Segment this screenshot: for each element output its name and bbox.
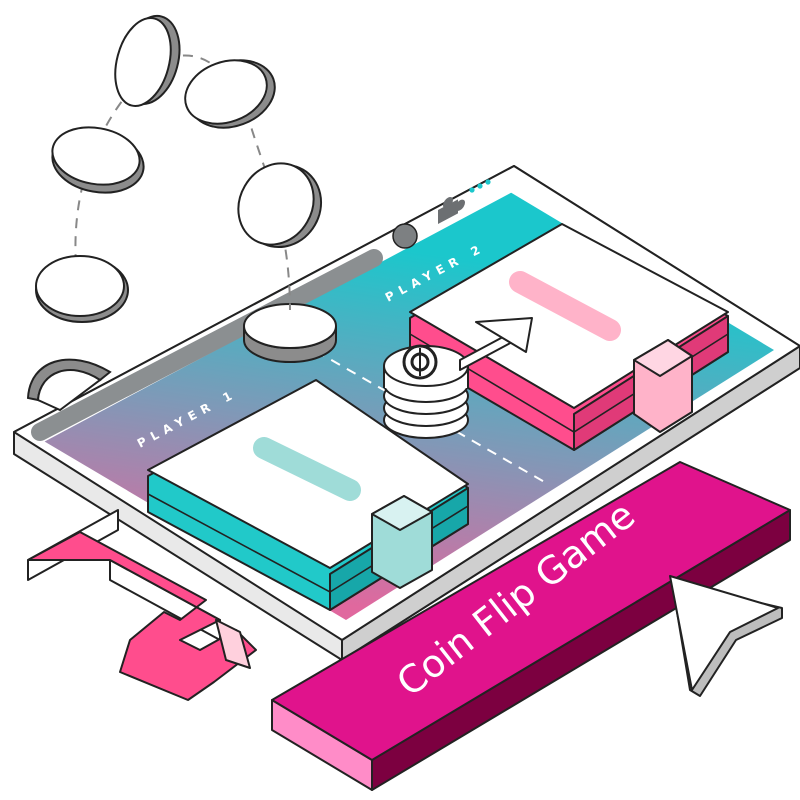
board-coin — [243, 303, 337, 363]
flipping-coin — [51, 126, 145, 194]
flipping-coin — [237, 162, 323, 249]
player-one-bar — [253, 437, 361, 501]
flipping-coin — [114, 14, 181, 107]
field-divider — [299, 341, 549, 485]
player-one-card[interactable] — [147, 379, 469, 611]
arrow-icon — [459, 317, 533, 371]
player-two-bar — [509, 271, 621, 341]
more-dots-icon[interactable] — [469, 179, 491, 193]
menu-dot-button[interactable] — [392, 223, 418, 249]
flipping-coin — [184, 59, 276, 129]
dollar-coin-icon — [402, 344, 438, 380]
score-progress-bar — [31, 249, 383, 441]
wrench-icon — [27, 509, 257, 701]
player-two-card[interactable] — [409, 223, 729, 451]
puzzle-icon[interactable] — [438, 189, 465, 224]
cursor-icon — [669, 575, 783, 697]
flipping-coin — [26, 358, 112, 412]
coin-stack — [383, 344, 469, 439]
flipping-coin — [35, 255, 129, 323]
